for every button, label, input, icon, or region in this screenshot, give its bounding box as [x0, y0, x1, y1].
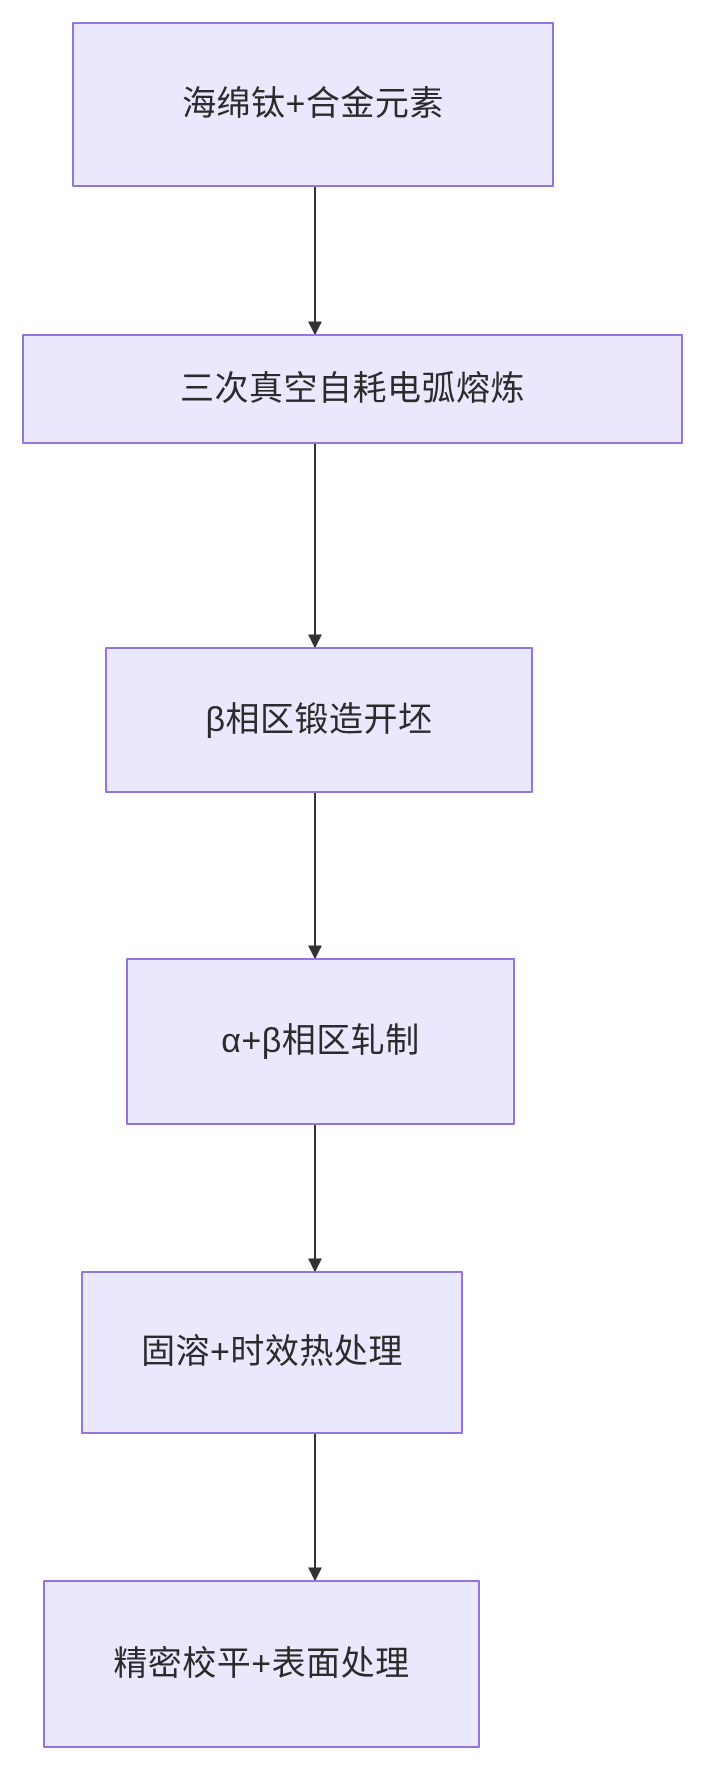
flowchart-node-label: 固溶+时效热处理: [141, 1333, 403, 1372]
flowchart-node-label: β相区锻造开坯: [205, 700, 433, 739]
flowchart-node-label: 三次真空自耗电弧熔炼: [180, 369, 525, 408]
flowchart-node-label: 精密校平+表面处理: [113, 1644, 410, 1683]
flowchart-node-label: 海绵钛+合金元素: [182, 85, 444, 124]
flowchart-node[interactable]: 固溶+时效热处理: [81, 1271, 463, 1434]
flowchart-node-label: α+β相区轧制: [221, 1022, 420, 1061]
flowchart-node[interactable]: 三次真空自耗电弧熔炼: [22, 334, 683, 444]
flowchart-node[interactable]: 海绵钛+合金元素: [72, 22, 554, 187]
flowchart-node[interactable]: β相区锻造开坯: [105, 647, 533, 793]
flowchart-node[interactable]: 精密校平+表面处理: [43, 1580, 480, 1748]
flowchart-node[interactable]: α+β相区轧制: [126, 958, 515, 1125]
